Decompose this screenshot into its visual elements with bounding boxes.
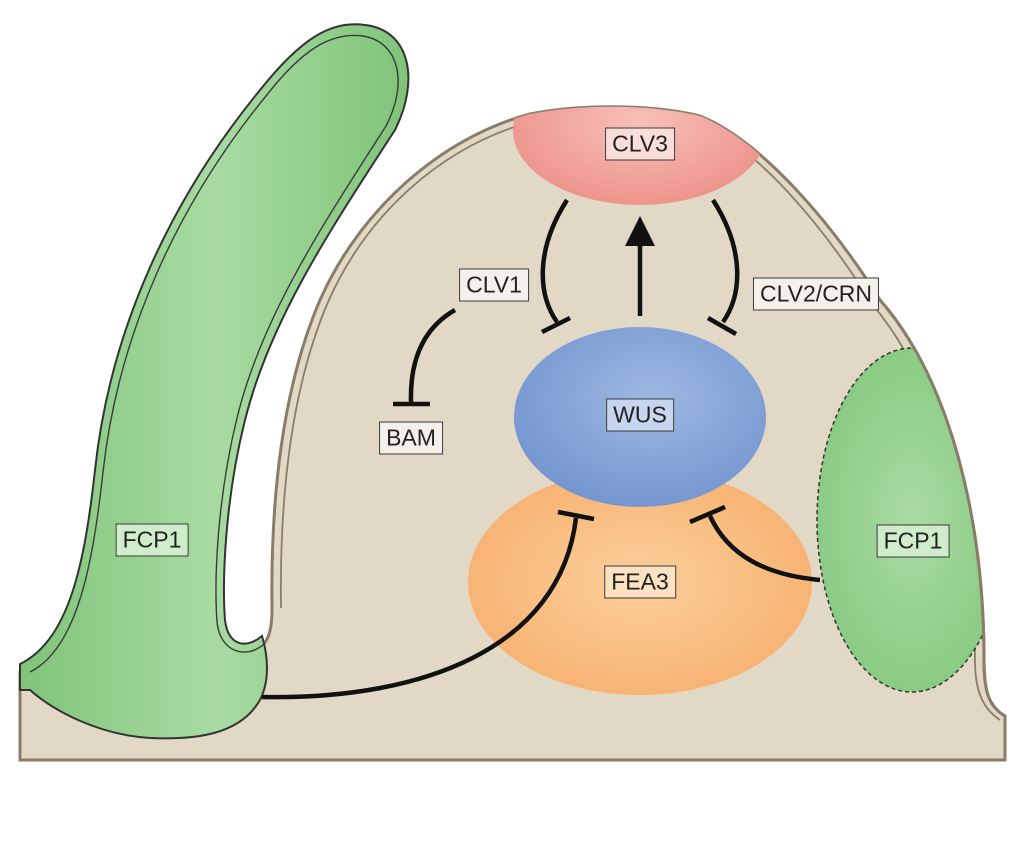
activation-arrow-head: [625, 216, 655, 246]
clv2-repression-bar: [706, 316, 738, 336]
fcp1-right-domain: [816, 347, 1005, 693]
fcp1-left-repression-arc: [261, 517, 579, 700]
clv2-repression-arc: [711, 198, 740, 324]
clv1-label: CLV1: [459, 268, 529, 302]
fcp1-left-repression-bar: [557, 509, 595, 522]
wus-label: WUS: [606, 398, 674, 432]
fcp1-right-label: FCP1: [876, 524, 950, 558]
clv1-repression-arc: [540, 198, 569, 324]
fcp1-right-repression-bar: [689, 504, 726, 525]
bam-label: BAM: [379, 421, 443, 455]
epidermis-line: [279, 120, 535, 609]
fcp1-left-organ: [19, 23, 410, 740]
clv1-bam-arc: [408, 308, 457, 403]
fea3-label: FEA3: [604, 565, 676, 599]
fcp1-right-repression-arc: [707, 515, 821, 583]
clv2-crn-label: CLV2/CRN: [752, 277, 880, 311]
clv1-repression-bar: [540, 315, 572, 335]
fcp1-left-inner-outline: [29, 34, 399, 673]
clv3-label: CLV3: [605, 127, 675, 161]
right-edge-outline: [878, 299, 1006, 718]
fcp1-left-label: FCP1: [115, 523, 189, 557]
